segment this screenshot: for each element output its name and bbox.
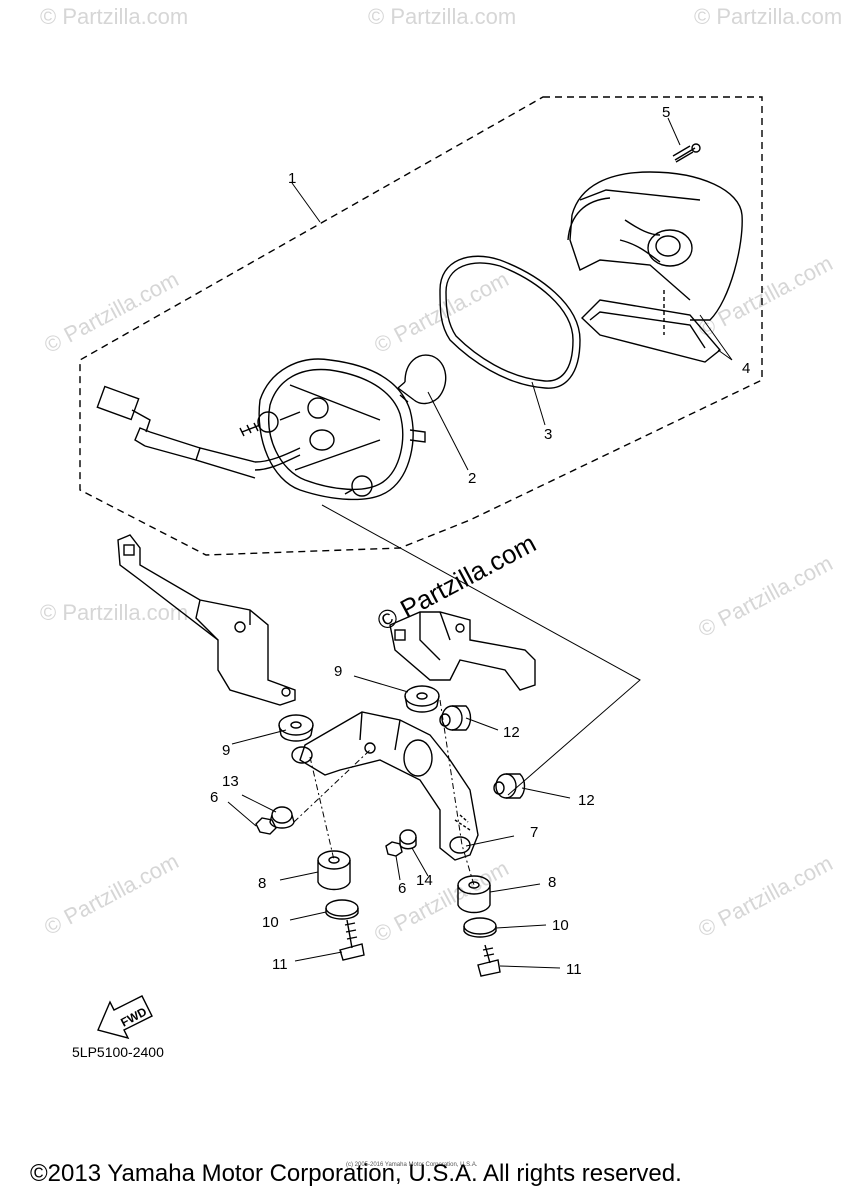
diagram-reference: 5LP5100-2400 <box>72 1044 164 1060</box>
small-copyright: (c) 2005-2016 Yamaha Motor Corporation, … <box>346 1162 478 1168</box>
label-part-12-upper: 12 <box>503 724 520 741</box>
nut-part-6-right <box>385 841 403 857</box>
label-part-4: 4 <box>742 360 751 377</box>
label-part-6-left: 6 <box>210 789 219 806</box>
nut-part-6-left <box>255 817 277 835</box>
grommet-part-right <box>404 685 440 713</box>
label-part-9-left: 9 <box>222 742 231 759</box>
label-part-9-right: 9 <box>334 663 343 680</box>
label-part-10-left: 10 <box>262 914 279 931</box>
collar-part-14 <box>399 829 417 850</box>
label-part-10-right: 10 <box>552 917 569 934</box>
label-part-3: 3 <box>544 426 553 443</box>
watermark: © Partzilla.com <box>40 600 189 625</box>
label-part-2: 2 <box>468 470 477 487</box>
label-part-12-lower: 12 <box>578 792 595 809</box>
label-part-5: 5 <box>662 104 671 121</box>
washer-part-10-right <box>463 917 497 938</box>
copyright-notice: ©2013 Yamaha Motor Corporation, U.S.A. A… <box>30 1160 682 1187</box>
bolt-part-11-left <box>339 919 365 961</box>
gasket-part <box>439 255 581 389</box>
lens-part <box>567 171 743 363</box>
watermark: © Partzilla.com <box>694 4 842 29</box>
label-part-8-right: 8 <box>548 874 557 891</box>
watermark: © Partzilla.com <box>40 4 189 29</box>
damper-part-12-lower <box>493 773 526 799</box>
damper-part-8-right <box>457 875 491 914</box>
label-part-11-left: 11 <box>272 956 288 973</box>
housing-part <box>96 358 426 501</box>
bulb-part <box>397 354 447 405</box>
label-part-11-right: 11 <box>566 961 582 978</box>
label-part-6-right: 6 <box>398 880 407 897</box>
label-part-8-left: 8 <box>258 875 267 892</box>
label-part-1: 1 <box>288 170 297 187</box>
bracket-part-7 <box>291 711 479 861</box>
damper-part-8-left <box>317 850 351 891</box>
label-part-13: 13 <box>222 773 239 790</box>
screw-part <box>672 143 701 163</box>
damper-part-12-upper <box>439 705 472 731</box>
bolt-part-11-right <box>477 944 501 977</box>
assembly-outline <box>79 96 763 556</box>
fender-bracket-part <box>117 534 296 706</box>
collar-part-13 <box>269 806 295 829</box>
grommet-part-left <box>278 714 314 742</box>
label-part-14: 14 <box>416 872 433 889</box>
label-part-7: 7 <box>530 824 539 841</box>
watermark: © Partzilla.com <box>368 4 517 29</box>
washer-part-10-left <box>325 899 359 920</box>
light-bracket-part <box>389 611 536 691</box>
fwd-arrow <box>97 995 153 1040</box>
